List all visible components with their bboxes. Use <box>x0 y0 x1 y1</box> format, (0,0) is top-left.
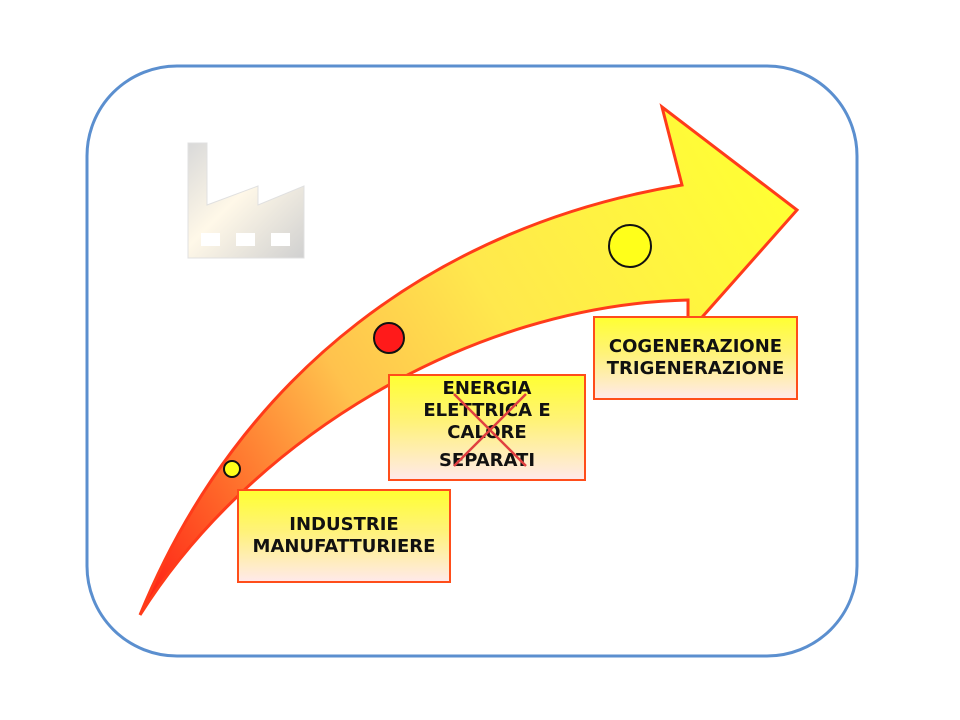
label-cogenerazione-trigenerazione: COGENERAZIONE TRIGENERAZIONE <box>593 316 798 400</box>
stage-dot-yellow <box>608 224 652 268</box>
label-line: COGENERAZIONE <box>608 336 783 357</box>
label-line: MANUFATTURIERE <box>252 536 436 557</box>
label-line: ENERGIA <box>442 378 532 399</box>
label-line: CALORE <box>447 422 527 443</box>
stage-dot-red <box>373 322 405 354</box>
label-industrie-manufatturiere: INDUSTRIE MANUFATTURIERE <box>237 489 451 583</box>
label-line: TRIGENERAZIONE <box>606 358 785 379</box>
label-line: ELETTRICA E <box>423 400 551 421</box>
label-line: SEPARATI <box>438 450 536 471</box>
label-line: INDUSTRIE <box>289 514 399 535</box>
factory-icon <box>187 142 305 259</box>
stage-dot-small <box>223 460 241 478</box>
label-energia-separati: ENERGIA ELETTRICA E CALORE SEPARATI <box>388 374 586 481</box>
